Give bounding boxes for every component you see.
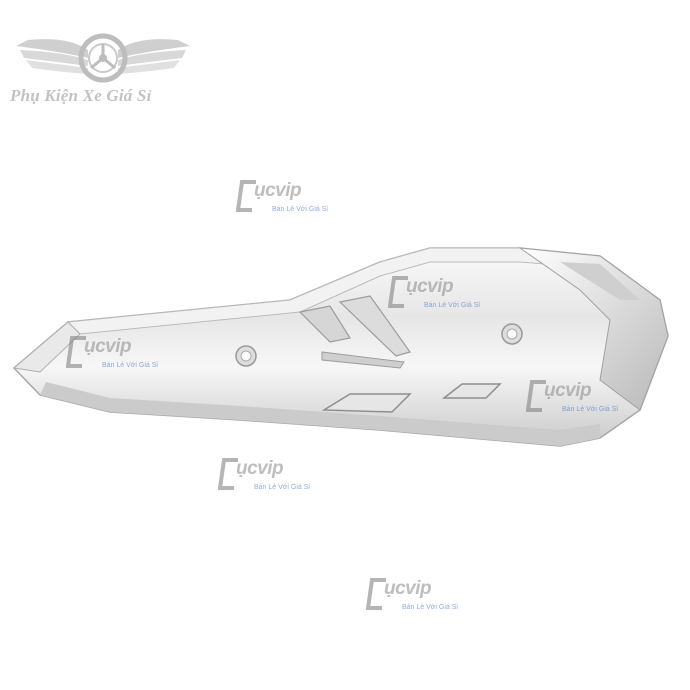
- brand-name-text: Phụ Kiện Xe Giá Sỉ: [10, 86, 152, 105]
- watermark: ụcvip Bán Lẻ Với Giá Sỉ: [366, 574, 466, 622]
- watermark: ụcvip Bán Lẻ Với Giá Sỉ: [388, 272, 488, 320]
- watermark-c-icon: [236, 180, 256, 212]
- watermark-c-icon: [218, 458, 238, 490]
- winged-wheel-logo-icon: [16, 33, 190, 83]
- watermark: ụcvip Bán Lẻ Với Giá Sỉ: [526, 376, 626, 424]
- watermark-c-icon: [366, 578, 386, 610]
- watermark: ụcvip Bán Lẻ Với Giá Sỉ: [66, 332, 166, 380]
- watermark: ụcvip Bán Lẻ Với Giá Sỉ: [236, 176, 336, 224]
- watermark-c-icon: [66, 336, 86, 368]
- watermark-c-icon: [526, 380, 546, 412]
- watermark-c-icon: [388, 276, 408, 308]
- watermark: ụcvip Bán Lẻ Với Giá Sỉ: [218, 454, 318, 502]
